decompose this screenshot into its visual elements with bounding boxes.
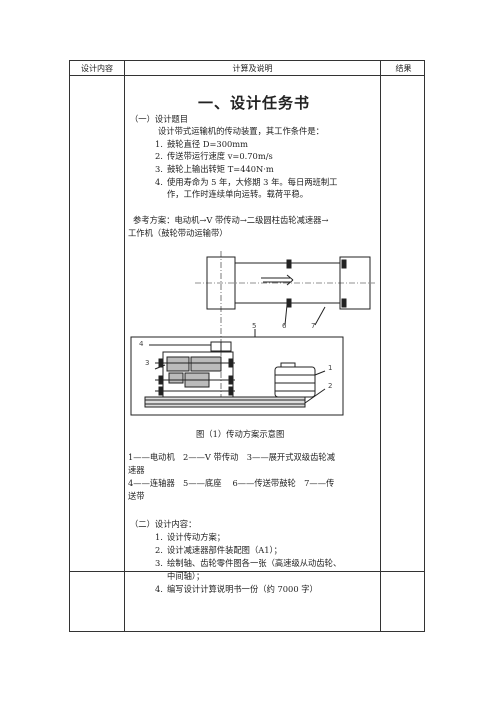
section2-heading: （二）设计内容： — [130, 519, 197, 529]
form-table: 设计内容 计算及说明 结果 — [69, 60, 425, 632]
label-1: 1 — [328, 364, 332, 372]
list-item: 3.绘制轴、齿轮零件图各一张（高速级从动齿轮、 — [155, 558, 342, 568]
reference-plan-cont: 工作机（鼓轮带动运输带） — [128, 228, 228, 238]
reference-plan: 参考方案：电动机→V 带传动→二级圆柱齿轮减速器→ — [133, 215, 329, 225]
section1-heading: （一）设计题目 — [130, 114, 189, 124]
motor — [274, 366, 316, 398]
list-item-continuation: 中间轴）； — [167, 571, 205, 581]
transmission-diagram: 1 2 3 4 5 6 7 — [130, 251, 375, 416]
legend-line: 1——电动机 2——V 带传动 3——展开式双级齿轮减 — [128, 452, 335, 462]
legend-line: 4——连轴器 5——底座 6——传送带鼓轮 7——传 — [128, 478, 335, 488]
figure-caption: 图（1）传动方案示意图 — [196, 429, 285, 439]
label-5: 5 — [252, 322, 256, 330]
list-item: 3.鼓轮上输出转矩 T=440N·m — [155, 164, 274, 174]
list-item: 1.设计传动方案； — [155, 532, 226, 542]
label-3: 3 — [145, 359, 149, 367]
row-divider — [70, 571, 424, 572]
header-result: 结果 — [395, 64, 412, 73]
header-calculation: 计算及说明 — [232, 64, 273, 73]
header-design-content: 设计内容 — [81, 64, 113, 73]
header-divider — [70, 75, 424, 76]
section1-intro: 设计带式运输机的传动装置，其工作条件是： — [158, 126, 324, 136]
list-item: 1.鼓轮直径 D=300mm — [155, 139, 249, 149]
list-item-continuation: 作，工作时连续单向运转。载荷平稳。 — [167, 189, 309, 199]
column-divider — [124, 61, 125, 631]
list-item: 2.设计减速器部件装配图（A1）； — [155, 545, 282, 555]
label-2: 2 — [328, 382, 332, 390]
label-6: 6 — [282, 322, 287, 330]
page-title: 一、设计任务书 — [197, 94, 310, 112]
legend-line: 送带 — [128, 491, 145, 501]
base-frame — [130, 336, 344, 416]
column-divider — [380, 61, 381, 631]
list-item: 4.编写设计计算说明书一份（约 7000 字） — [155, 584, 318, 594]
list-item: 4.使用寿命为 5 年，大修期 3 年。每日两班制工 — [155, 177, 338, 187]
list-item: 2.传送带运行速度 v=0.70m/s — [155, 151, 273, 161]
legend-line: 速器 — [128, 465, 145, 475]
label-7: 7 — [311, 322, 315, 330]
label-4: 4 — [139, 340, 144, 348]
